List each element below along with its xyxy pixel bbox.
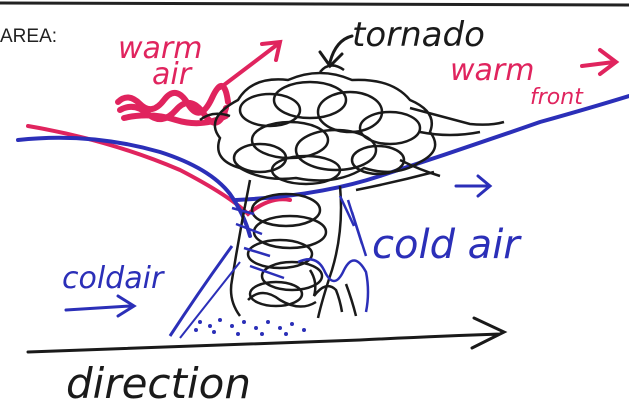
direction-arrow — [28, 318, 504, 352]
tornado-label: tornado — [352, 15, 485, 55]
warm-front-arrow — [582, 50, 616, 74]
direction-label: direction — [66, 359, 251, 408]
warm-front-label-line1: warm — [450, 53, 534, 88]
tornado-pointer-arrow — [320, 36, 352, 66]
warm-air-label-line2: air — [152, 57, 193, 92]
warm-air-scribble — [118, 86, 228, 123]
cold-air-right-label: cold air — [372, 222, 522, 268]
warm-air-arrow — [220, 42, 280, 88]
worksheet-top-rule — [0, 3, 629, 5]
cold-air-left-label: coldair — [62, 261, 165, 296]
warm-front-label-line2: front — [530, 85, 584, 110]
area-label: AREA: — [0, 26, 57, 47]
cold-air-left-arrow — [66, 296, 134, 316]
debris-dots — [194, 318, 306, 336]
cold-air-hatching — [232, 196, 368, 312]
cold-air-right-arrow — [456, 176, 490, 196]
